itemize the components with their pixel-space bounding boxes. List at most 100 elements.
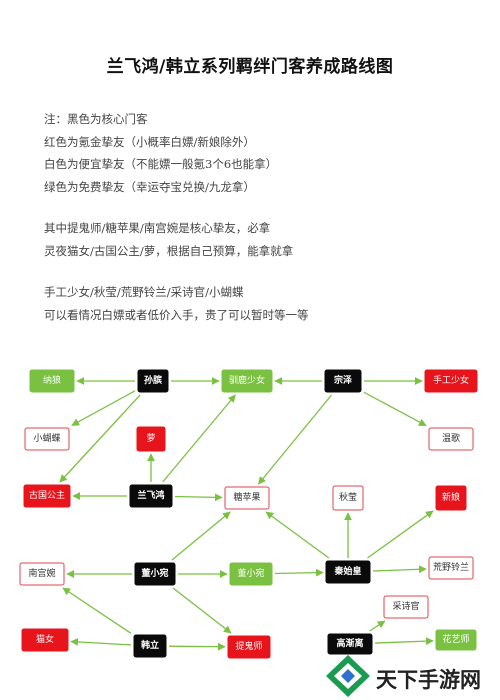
watermark-logo-icon	[326, 655, 370, 697]
node-label: 新娘	[442, 491, 460, 503]
note-line: 手工少女/秋莹/荒野铃兰/采诗官/小蝴蝶	[44, 285, 244, 299]
node-label: 古国公主	[29, 489, 65, 501]
node-label: 采诗官	[392, 600, 419, 612]
watermark: 天下手游网	[318, 653, 500, 700]
page-title: 兰飞鸿/韩立系列羁绊门客养成路线图	[106, 57, 394, 77]
node-label: 荒野铃兰	[433, 561, 469, 573]
node-label: 猫女	[36, 633, 54, 645]
node-core: 孙膑	[137, 369, 169, 393]
node-box	[325, 560, 371, 584]
edge-n17-n13	[367, 510, 434, 559]
note-line: 灵夜猫女/古国公主/萝，根据自己预算，能拿就拿	[44, 243, 294, 258]
node-box	[29, 369, 75, 393]
node-core: 高渐离	[327, 633, 373, 655]
node-box	[23, 484, 71, 508]
node-cheap: 秋莹	[332, 485, 364, 511]
node-core: 兰飞鸿	[129, 484, 173, 508]
node-label: 温歌	[442, 432, 460, 444]
node-box	[21, 628, 69, 652]
node-box	[221, 369, 273, 393]
node-label: 秦始皇	[333, 565, 361, 577]
node-cheap: 温歌	[428, 427, 474, 451]
node-cheap: 糖苹果	[224, 486, 270, 510]
node-paid: 古国公主	[23, 484, 71, 508]
edge-n23-n19	[369, 620, 386, 632]
node-box	[229, 562, 273, 586]
edge-n21-n20	[70, 637, 132, 646]
node-box	[136, 426, 166, 452]
note-line: 注：黑色为核心门客	[44, 112, 148, 126]
node-core: 韩立	[133, 634, 167, 658]
node-box	[137, 369, 169, 393]
node-free: 驯鹿少女	[221, 369, 273, 393]
node-paid: 新娘	[435, 485, 467, 511]
node-paid: 提鬼师	[227, 635, 271, 659]
node-label: 董小宛	[237, 567, 264, 579]
node-box	[134, 562, 176, 586]
node-free: 花艺师	[435, 629, 477, 651]
note-spacer	[44, 198, 474, 217]
edge-n10-n3	[162, 394, 236, 483]
edge-n2-n9	[59, 394, 141, 483]
edge-n16-n17	[274, 568, 324, 577]
edge-n23-n24	[374, 637, 434, 646]
node-paid: 猫女	[21, 628, 69, 652]
edge-n21-n22	[168, 642, 226, 651]
node-core: 董小宛	[134, 562, 176, 586]
edge-n15-n22	[172, 587, 232, 634]
edge-n4-n11	[257, 394, 333, 485]
node-label: 小蝴蝶	[33, 432, 60, 444]
legend-notes: 注：黑色为核心门客 红色为氪金挚友（小概率白嫖/新娘除外） 白色为便宜挚友（不能…	[44, 108, 474, 326]
node-label: 花艺师	[442, 633, 469, 645]
edge-n21-n14	[62, 587, 132, 634]
node-free: 纳狼	[29, 369, 75, 393]
node-box	[133, 634, 167, 658]
node-box	[327, 633, 373, 655]
node-box	[19, 562, 65, 586]
node-free: 董小宛	[229, 562, 273, 586]
node-label: 驯鹿少女	[229, 374, 265, 386]
node-box	[435, 629, 477, 651]
node-label: 萝	[146, 433, 155, 444]
node-box	[428, 556, 474, 580]
node-label: 宗泽	[334, 374, 352, 386]
edge-n17-n11	[265, 511, 330, 559]
node-box	[428, 427, 474, 451]
node-box	[224, 486, 270, 510]
node-box	[332, 485, 364, 511]
note-line: 红色为氪金挚友（小概率白嫖/新娘除外）	[44, 134, 255, 149]
node-box	[24, 427, 70, 451]
node-label: 高渐离	[336, 637, 363, 649]
node-label: 手工少女	[433, 374, 469, 386]
node-label: 糖苹果	[233, 491, 260, 503]
node-cheap: 荒野铃兰	[428, 556, 474, 580]
node-label: 秋莹	[339, 491, 357, 503]
node-cheap: 南宫婉	[19, 562, 65, 586]
node-label: 南宫婉	[28, 567, 55, 579]
node-box	[383, 595, 429, 619]
edge-n10-n11	[174, 493, 223, 502]
diagram-edges	[59, 377, 434, 651]
node-core: 秦始皇	[325, 560, 371, 584]
note-line: 其中提鬼师/糖苹果/南宫婉是核心挚友，必拿	[44, 221, 271, 235]
node-label: 纳狼	[43, 374, 61, 386]
node-paid: 萝	[136, 426, 166, 452]
node-label: 孙膑	[144, 374, 162, 386]
node-core: 宗泽	[324, 369, 362, 393]
edge-n17-n18	[372, 565, 427, 574]
note-spacer	[44, 262, 474, 281]
node-label: 提鬼师	[235, 640, 262, 652]
node-box	[227, 635, 271, 659]
edge-n4-n8	[363, 391, 427, 427]
node-cheap: 小蝴蝶	[24, 427, 70, 451]
node-box	[424, 369, 478, 393]
watermark-text: 天下手游网	[376, 668, 481, 692]
node-label: 董小宛	[141, 567, 168, 579]
note-line: 绿色为免费挚友（幸运夺宝兑换/九龙拿）	[44, 179, 255, 194]
edge-n2-n6	[71, 390, 136, 426]
node-label: 兰飞鸿	[137, 489, 164, 501]
node-box	[129, 484, 173, 508]
edge-n15-n11	[171, 511, 231, 561]
